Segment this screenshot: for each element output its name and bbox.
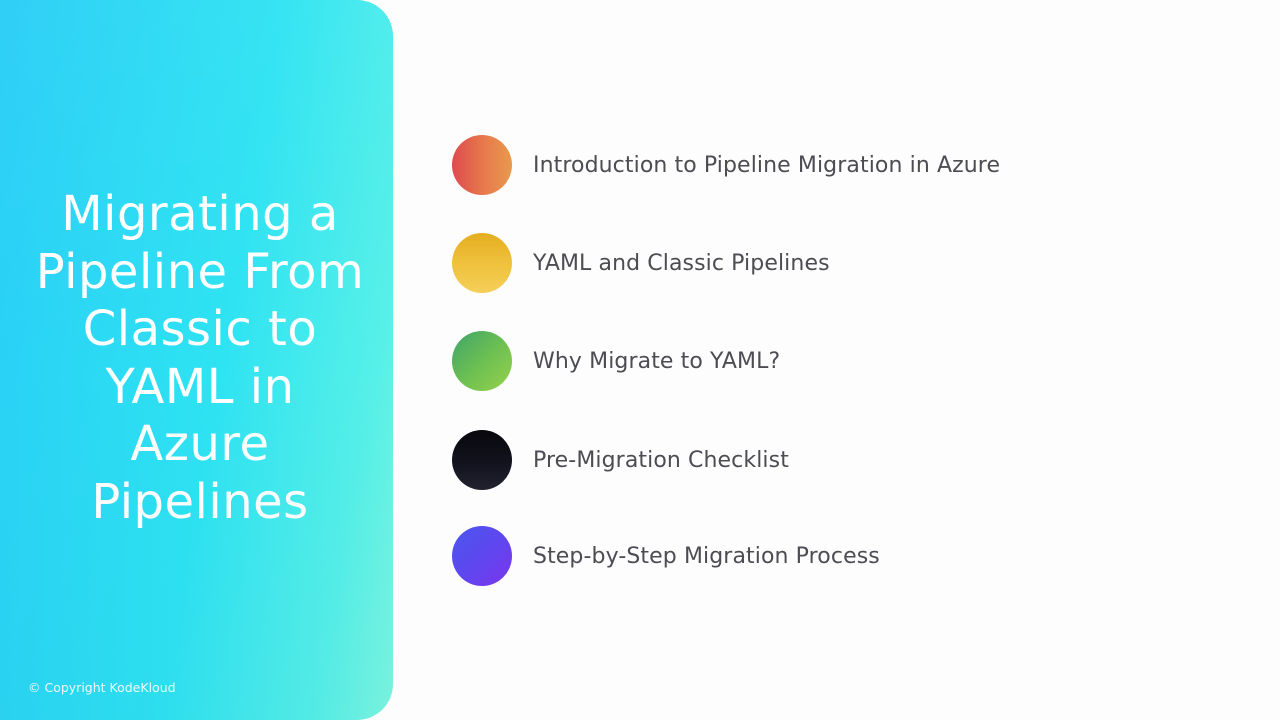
agenda-item: Step-by-Step Migration Process (452, 526, 880, 586)
agenda-item: YAML and Classic Pipelines (452, 233, 830, 293)
title-line: YAML in (105, 358, 295, 415)
slide-title: Migrating a Pipeline From Classic to YAM… (0, 186, 393, 531)
title-panel: Migrating a Pipeline From Classic to YAM… (0, 0, 393, 720)
agenda-item: Pre-Migration Checklist (452, 430, 789, 490)
title-line: Classic to (82, 301, 318, 357)
agenda-item-label: Why Migrate to YAML? (533, 348, 781, 374)
bullet-circle-icon (452, 331, 512, 391)
agenda-item-label: YAML and Classic Pipelines (533, 250, 830, 276)
agenda-item: Why Migrate to YAML? (452, 331, 780, 391)
copyright-text: © Copyright KodeKloud (28, 680, 176, 695)
bullet-circle-icon (452, 430, 512, 490)
agenda-item: Introduction to Pipeline Migration in Az… (452, 135, 1000, 195)
bullet-circle-icon (452, 135, 512, 195)
bullet-circle-icon (452, 233, 512, 293)
agenda-item-label: Pre-Migration Checklist (533, 447, 789, 473)
title-line: Pipeline From (35, 243, 365, 300)
title-line: Pipelines (91, 473, 309, 530)
title-line: Migrating a (61, 186, 339, 242)
agenda-item-label: Introduction to Pipeline Migration in Az… (533, 152, 1001, 178)
title-line: Azure (130, 416, 270, 472)
bullet-circle-icon (452, 526, 512, 586)
agenda-item-label: Step-by-Step Migration Process (533, 543, 880, 569)
